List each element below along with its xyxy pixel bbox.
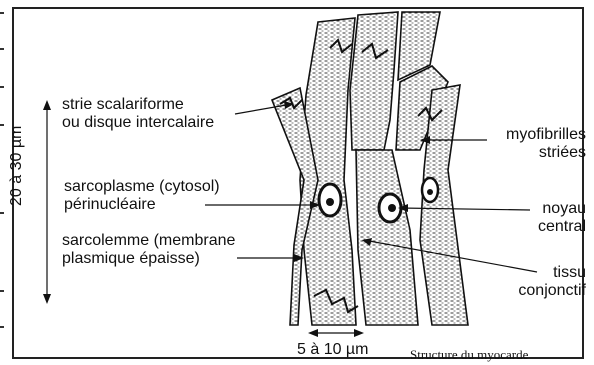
label-line: tissu (486, 264, 586, 282)
label-line: ou disque intercalaire (62, 114, 214, 132)
label-line: plasmique épaisse) (62, 250, 235, 268)
fiber-center (356, 150, 418, 325)
label-sarcoplasm: sarcoplasme (cytosol) périnucléaire (64, 178, 220, 214)
label-line: myofibrilles (486, 126, 586, 144)
horizontal-scale-label: 5 à 10 µm (297, 341, 368, 359)
label-line: central (486, 218, 586, 236)
label-line: striées (486, 144, 586, 162)
label-line: sarcoplasme (cytosol) (64, 178, 220, 196)
label-line: strie scalariforme (62, 96, 214, 114)
fiber-center-top (350, 12, 398, 150)
label-tissue: tissu conjonctif (486, 264, 586, 300)
label-sarcolemma: sarcolemme (membrane plasmique épaisse) (62, 232, 235, 268)
vertical-scale-label: 20 à 30 µm (8, 126, 26, 206)
label-nucleus: noyau central (486, 200, 586, 236)
label-line: périnucléaire (64, 196, 220, 214)
label-line: conjonctif (486, 282, 586, 300)
label-line: sarcolemme (membrane (62, 232, 235, 250)
label-line: noyau (486, 200, 586, 218)
label-myofibrils: myofibrilles striées (486, 126, 586, 162)
figure-caption: Structure du myocarde (410, 347, 528, 363)
label-stria: strie scalariforme ou disque intercalair… (62, 96, 214, 132)
